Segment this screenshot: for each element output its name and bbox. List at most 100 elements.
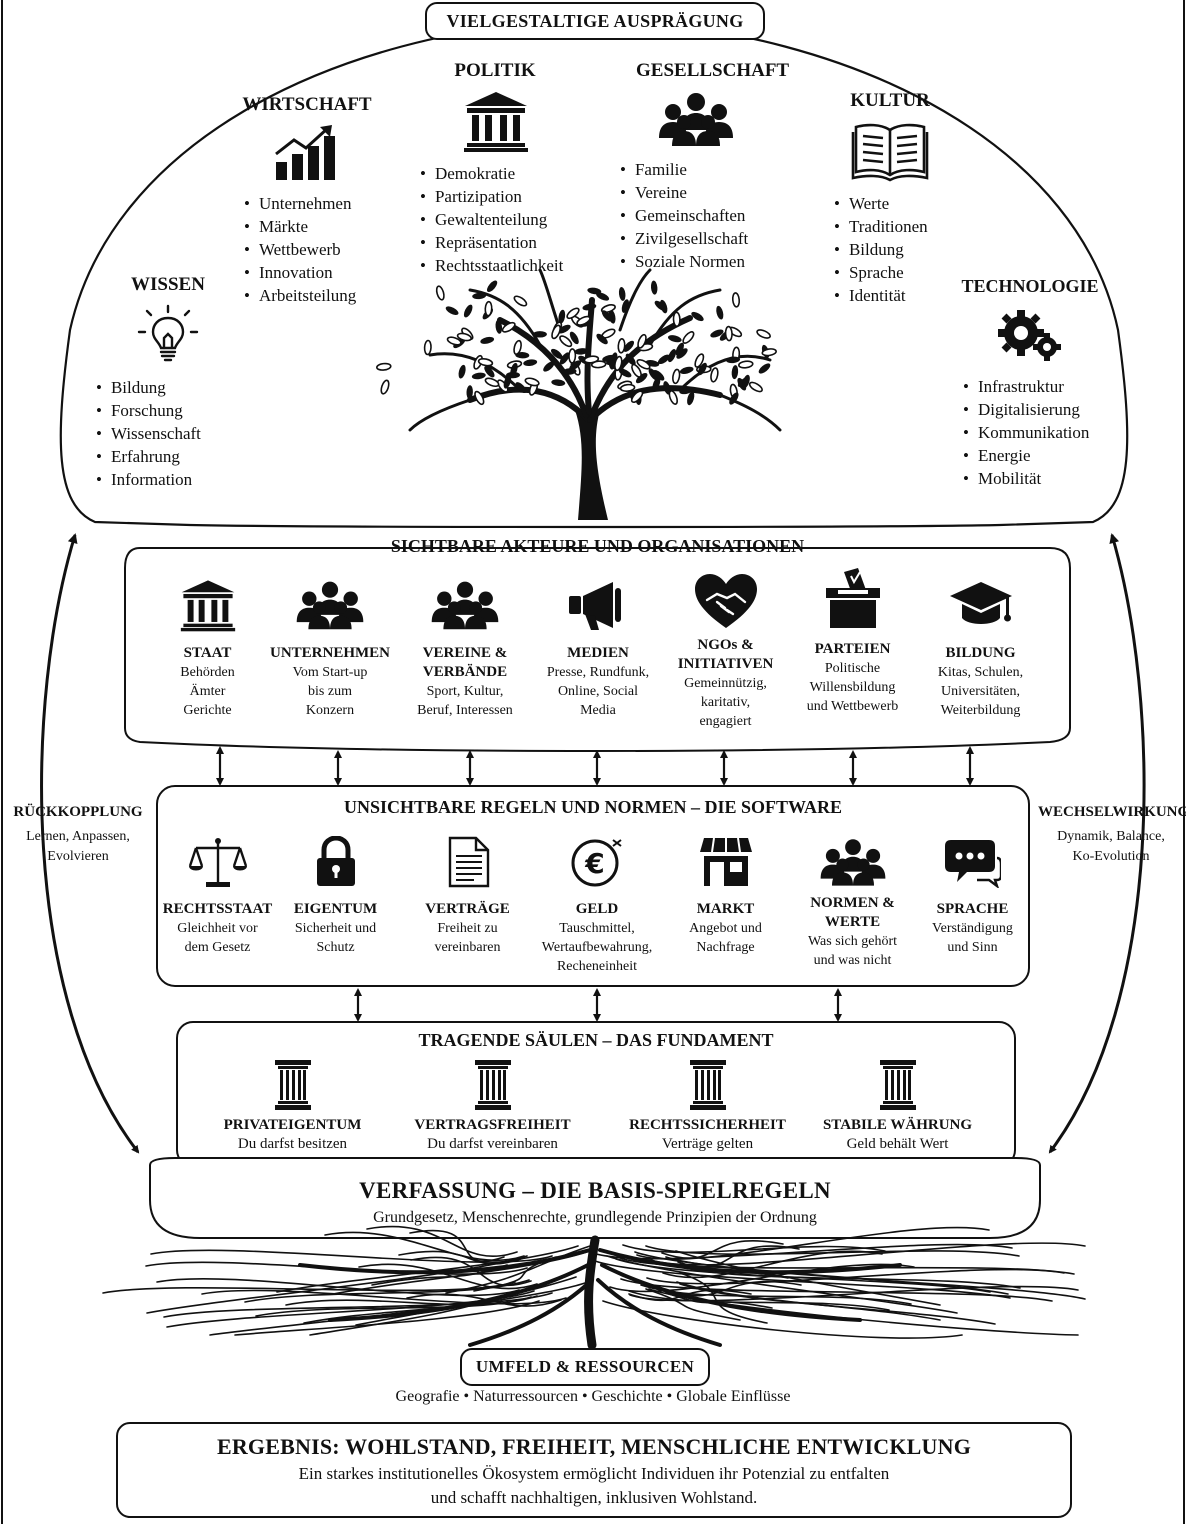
tree-leaf bbox=[667, 349, 677, 363]
environment-title: UMFELD & RESSOURCEN bbox=[460, 1348, 710, 1386]
list-item: Bildung bbox=[834, 238, 950, 261]
tree-leaf bbox=[550, 348, 563, 359]
rule-sprache: SPRACHE Verständigung und Sinn bbox=[915, 836, 1030, 957]
list-item: Arbeitsteilung bbox=[244, 284, 382, 307]
tree-leaf bbox=[653, 370, 665, 381]
actors-title: SICHTBARE AKTEURE UND ORGANISATIONEN bbox=[390, 536, 805, 556]
pillar-stabile-waehrung: STABILE WÄHRUNG Geld behält Wert bbox=[810, 1058, 985, 1154]
actor-vereine: VEREINE & VERBÄNDE Sport, Kultur, Beruf,… bbox=[400, 578, 530, 720]
list-item: Identität bbox=[834, 284, 950, 307]
root-strand bbox=[648, 1288, 1079, 1336]
tree-leaf bbox=[758, 363, 771, 374]
tree-leaf bbox=[710, 367, 719, 383]
root-strand bbox=[665, 1256, 1086, 1300]
pillar-privateigentum: PRIVATEIGENTUM Du darfst besitzen bbox=[210, 1058, 375, 1154]
feedback-label: RÜCKKOPPLUNG Lernen, Anpassen, Evolviere… bbox=[8, 804, 148, 867]
list-item: Familie bbox=[620, 158, 780, 181]
tree-leaf bbox=[562, 368, 577, 375]
ballot-box-icon bbox=[825, 568, 880, 628]
category-list: Demokratie Partizipation Gewaltenteilung… bbox=[420, 162, 590, 277]
result-text: Ein starkes institutionelles Ökosystem e… bbox=[298, 1464, 890, 1507]
root-strand bbox=[145, 1261, 528, 1275]
top-title: VIELGESTALTIGE AUSPRÄGUNG bbox=[425, 2, 765, 40]
column-icon bbox=[474, 1060, 511, 1110]
root-strand bbox=[609, 1263, 915, 1293]
tree-leaf bbox=[687, 391, 695, 406]
list-item: Traditionen bbox=[834, 215, 950, 238]
column-icon bbox=[689, 1060, 726, 1110]
item-desc: Gemeinnützig, karitativ, engagiert bbox=[684, 676, 767, 729]
tree-leaf bbox=[501, 321, 516, 333]
tree-leaf bbox=[648, 368, 659, 381]
item-desc: Sport, Kultur, Beruf, Interessen bbox=[417, 684, 513, 718]
tree-leaf bbox=[566, 307, 580, 320]
tree-leaf bbox=[543, 361, 555, 372]
tree-leaf bbox=[731, 365, 739, 380]
market-stall-icon bbox=[699, 837, 752, 886]
root-strand bbox=[244, 1279, 530, 1303]
root-strand bbox=[628, 1290, 890, 1311]
tree-illustration bbox=[376, 268, 782, 520]
tree-leaf bbox=[423, 339, 432, 356]
item-title: MARKT bbox=[696, 901, 755, 917]
item-title: SPRACHE bbox=[936, 901, 1009, 917]
item-desc: Sicherheit und Schutz bbox=[294, 921, 377, 955]
item-title: VERTRÄGE bbox=[425, 901, 510, 917]
side-title: RÜCKKOPPLUNG bbox=[13, 804, 143, 820]
tree-leaf bbox=[660, 299, 668, 314]
tree-leaf bbox=[486, 280, 498, 293]
item-desc: Geld behält Wert bbox=[846, 1136, 949, 1152]
document-icon bbox=[448, 836, 489, 888]
government-building-icon bbox=[180, 580, 235, 632]
item-title: VEREINE & VERBÄNDE bbox=[422, 645, 508, 680]
list-item: Information bbox=[96, 468, 248, 491]
root-strand bbox=[309, 1294, 508, 1336]
actor-rule-arrows bbox=[216, 746, 974, 786]
list-item: Wissenschaft bbox=[96, 422, 248, 445]
list-item: Kommunikation bbox=[963, 421, 1105, 444]
list-item: Erfahrung bbox=[96, 445, 248, 468]
left-feedback-arrow bbox=[40, 533, 140, 1154]
tree-leaf bbox=[657, 354, 671, 365]
category-title: TECHNOLOGIE bbox=[961, 276, 1099, 296]
root-strand bbox=[628, 1289, 752, 1302]
scales-icon bbox=[188, 838, 247, 887]
dome-outline bbox=[59, 16, 1129, 529]
tree-leaf bbox=[503, 375, 512, 389]
item-title: PRIVATEIGENTUM bbox=[223, 1117, 362, 1133]
tree-leaf bbox=[679, 387, 694, 395]
item-desc: Du darfst besitzen bbox=[237, 1136, 348, 1152]
list-item: Bildung bbox=[96, 376, 248, 399]
rule-rechtsstaat: RECHTSSTAAT Gleichheit vor dem Gesetz bbox=[160, 836, 275, 957]
actor-ngos: NGOs & INITIATIVEN Gemeinnützig, karitat… bbox=[663, 572, 788, 731]
category-title: WISSEN bbox=[131, 274, 205, 295]
tree-leaf bbox=[559, 335, 573, 348]
category-list: Familie Vereine Gemeinschaften Zivilgese… bbox=[620, 158, 780, 273]
tree-leaf bbox=[761, 348, 777, 357]
item-title: VERTRAGSFREIHEIT bbox=[414, 1117, 571, 1133]
tree-leaf bbox=[602, 354, 616, 362]
tree-leaf bbox=[756, 329, 771, 339]
tree-leaf bbox=[513, 295, 528, 307]
list-item: Mobilität bbox=[963, 467, 1105, 490]
root-strand bbox=[409, 1229, 505, 1262]
tree-leaf bbox=[557, 324, 571, 334]
list-item: Werte bbox=[834, 192, 950, 215]
tree-leaf bbox=[596, 333, 608, 345]
people-group-icon bbox=[296, 581, 364, 630]
rule-pillar-arrows bbox=[354, 988, 842, 1022]
pillar-rechtssicherheit: RECHTSSICHERHEIT Verträge gelten bbox=[620, 1058, 795, 1154]
government-building-icon bbox=[464, 92, 528, 152]
tree-leaf bbox=[376, 362, 392, 371]
megaphone-icon bbox=[569, 582, 621, 630]
result-box: ERGEBNIS: WOHLSTAND, FREIHEIT, MENSCHLIC… bbox=[116, 1422, 1072, 1518]
tree-leaf bbox=[484, 365, 495, 378]
tree-leaf bbox=[650, 280, 658, 295]
tree-leaf bbox=[636, 359, 651, 370]
lightbulb-icon bbox=[137, 304, 199, 362]
tree-leaf bbox=[484, 300, 493, 317]
tree-leaf bbox=[569, 331, 579, 345]
category-title: WIRTSCHAFT bbox=[242, 94, 372, 115]
list-item: Märkte bbox=[244, 215, 382, 238]
list-item: Infrastruktur bbox=[963, 375, 1105, 398]
